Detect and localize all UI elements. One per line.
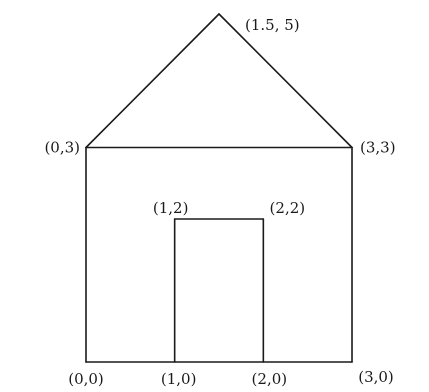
label-door-top-right: (2,2) bbox=[270, 199, 306, 217]
label-roof-apex: (1.5, 5) bbox=[245, 16, 300, 34]
label-door-top-left: (1,2) bbox=[153, 199, 189, 217]
edges-layer bbox=[85, 13, 353, 363]
label-origin: (0,0) bbox=[68, 370, 104, 388]
labels-layer: (1.5, 5) (0,3) (3,3) (1,2) (2,2) (0,0) (1,0) (2… bbox=[44, 16, 395, 388]
label-wall-top-left: (0,3) bbox=[44, 139, 80, 157]
edge-roof-apex-to-wall-top-left bbox=[85, 13, 220, 149]
label-door-bottom-left: (1,0) bbox=[161, 370, 197, 388]
label-wall-bottom-right: (3,0) bbox=[358, 368, 394, 386]
label-door-bottom-right: (2,0) bbox=[252, 370, 288, 388]
edge-roof-apex-to-wall-top-right bbox=[218, 13, 353, 149]
label-wall-top-right: (3,3) bbox=[360, 139, 396, 157]
